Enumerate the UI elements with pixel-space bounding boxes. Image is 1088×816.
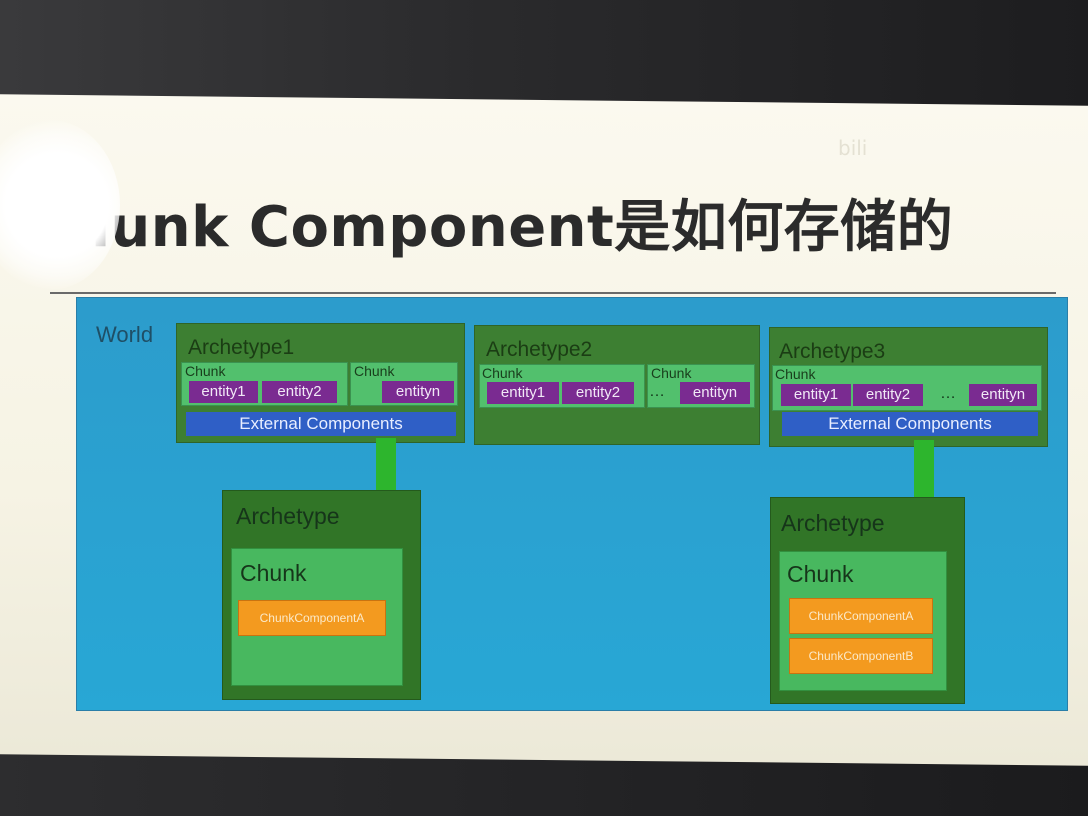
archetype-3-chunk-1-label: Chunk xyxy=(775,366,816,382)
archetype-3-dots: … xyxy=(940,385,956,402)
archetype-2-dots: … xyxy=(649,383,665,400)
archetype-3-title: Archetype3 xyxy=(779,340,886,363)
world-label: World xyxy=(96,322,154,347)
chunk-component-a-right: ChunkComponentA xyxy=(789,598,933,634)
external-archetype-2-chunk-label: Chunk xyxy=(787,561,854,587)
slide-title: hunk Component是如何存储的 xyxy=(70,195,954,260)
archetype-1-entity-n: entityn xyxy=(382,381,454,403)
archetype-3-external-components: External Components xyxy=(782,412,1038,436)
archetype-1-chunk-1-label: Chunk xyxy=(185,363,226,379)
archetype-1-title: Archetype1 xyxy=(188,336,295,359)
archetype-2-chunk-1-label: Chunk xyxy=(482,365,523,381)
archetype-2-entity-1: entity1 xyxy=(487,382,559,404)
external-archetype-1-chunk-label: Chunk xyxy=(240,560,307,586)
archetype-3-entity-n: entityn xyxy=(969,384,1037,406)
archetype-2-chunk-2-label: Chunk xyxy=(651,365,692,381)
archetype-1-entity-1: entity1 xyxy=(189,381,258,403)
archetype-3-entity-2: entity2 xyxy=(853,384,923,406)
archetype-2-entity-n: entityn xyxy=(680,382,750,404)
watermark: bili xyxy=(838,136,868,160)
archetype-1-external-components: External Components xyxy=(186,412,456,436)
archetype-1-entity-2: entity2 xyxy=(262,381,337,403)
archetype-2-title: Archetype2 xyxy=(486,338,593,361)
camera-flare xyxy=(0,120,120,290)
chunk-component-a-left: ChunkComponentA xyxy=(238,600,386,636)
external-archetype-1-title: Archetype xyxy=(236,503,340,529)
background-top xyxy=(0,0,1088,110)
title-divider xyxy=(50,292,1056,294)
archetype-2-entity-2: entity2 xyxy=(562,382,634,404)
archetype-1-chunk-2-label: Chunk xyxy=(354,363,395,379)
external-archetype-2-title: Archetype xyxy=(781,510,885,536)
archetype-3-entity-1: entity1 xyxy=(781,384,851,406)
chunk-component-b-right: ChunkComponentB xyxy=(789,638,933,674)
